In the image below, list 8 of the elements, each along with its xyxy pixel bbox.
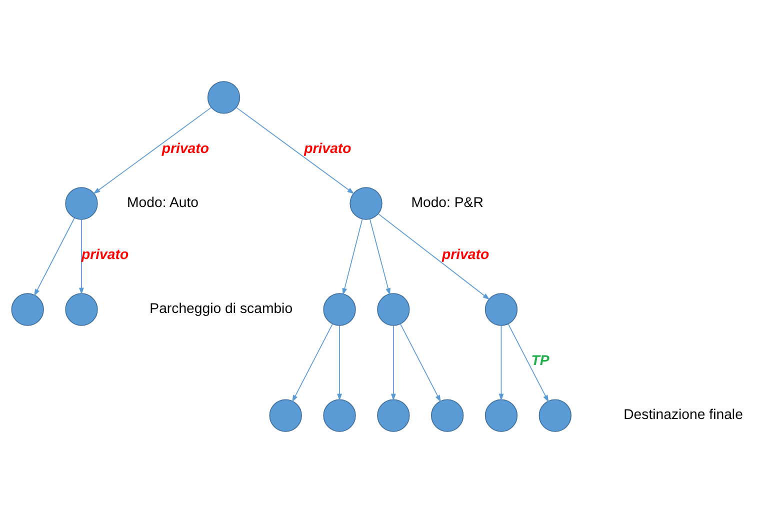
edge-label: TP bbox=[531, 352, 550, 368]
node-label: Modo: Auto bbox=[127, 194, 199, 210]
edge-label: privato bbox=[442, 246, 490, 262]
label: Destinazione finale bbox=[624, 406, 743, 422]
node-label: Modo: P&R bbox=[411, 194, 484, 210]
edge-label: privato bbox=[304, 140, 352, 156]
edge-label: privato bbox=[162, 140, 210, 156]
label: Parcheggio di scambio bbox=[150, 300, 293, 316]
